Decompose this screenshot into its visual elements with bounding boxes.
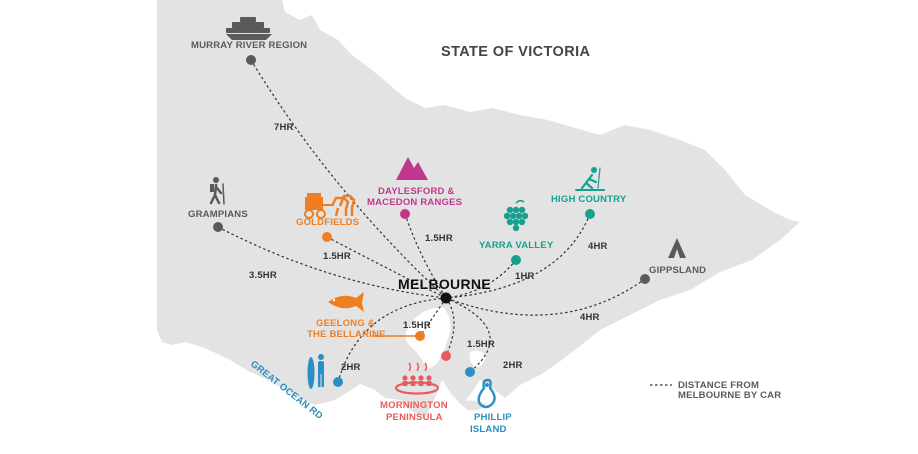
hub-label-melbourne: MELBOURNE xyxy=(398,276,491,292)
legend-text-line2: MELBOURNE BY CAR xyxy=(678,390,781,401)
penguin-icon xyxy=(477,378,496,409)
region-marker-mornington[interactable] xyxy=(441,351,451,361)
routes xyxy=(217,59,646,383)
route-mornington xyxy=(445,297,455,357)
route-goldfields xyxy=(326,236,447,299)
region-label-phillip-line2: ISLAND xyxy=(470,424,507,435)
region-marker-gippsland[interactable] xyxy=(640,274,650,284)
legend-text-line1: DISTANCE FROM xyxy=(678,380,759,391)
duration-phillip: 2HR xyxy=(503,360,523,371)
duration-geelong: 1.5HR xyxy=(403,320,431,331)
region-marker-ocean[interactable] xyxy=(333,377,343,387)
route-daylesford xyxy=(404,213,447,299)
route-grampians xyxy=(217,226,447,299)
legend: DISTANCE FROM MELBOURNE BY CAR xyxy=(650,380,781,401)
duration-daylesford: 1.5HR xyxy=(425,233,453,244)
route-geelong xyxy=(419,297,447,337)
route-phillip xyxy=(445,297,491,373)
region-marker-daylesford[interactable] xyxy=(400,209,410,219)
route-ocean xyxy=(337,297,447,383)
hub-marker-melbourne[interactable] xyxy=(440,292,452,304)
route-gippsland xyxy=(445,278,646,316)
duration-mornington: 1.5HR xyxy=(467,339,495,350)
fish-icon xyxy=(328,292,364,312)
duration-ocean: 2HR xyxy=(341,362,361,373)
duration-murray: 7HR xyxy=(274,122,294,133)
map-title: STATE OF VICTORIA xyxy=(441,44,591,60)
hot-springs-icon xyxy=(394,362,440,395)
grapes-icon xyxy=(503,199,529,232)
mountain-icon xyxy=(396,157,428,180)
region-label-grampians: GRAMPIANS xyxy=(188,209,248,220)
durations: 7HR 3.5HR 1.5HR 1.5HR 1HR 4HR 4HR 1.5HR … xyxy=(249,122,608,373)
stagecoach-icon xyxy=(304,193,356,219)
region-marker-grampians[interactable] xyxy=(213,222,223,232)
region-label-geelong-line1: GEELONG & xyxy=(316,318,375,329)
western-port xyxy=(469,350,486,368)
surfer-icon xyxy=(307,354,324,389)
duration-grampians: 3.5HR xyxy=(249,270,277,281)
region-label-yarra: YARRA VALLEY xyxy=(479,240,554,251)
region-marker-geelong[interactable] xyxy=(415,331,425,341)
region-label-gippsland: GIPPSLAND xyxy=(649,265,706,276)
duration-highcountry: 4HR xyxy=(588,241,608,252)
riverboat-icon xyxy=(226,17,272,40)
hiker-icon xyxy=(209,177,225,205)
region-label-daylesford-line2: MACEDON RANGES xyxy=(367,197,462,208)
victoria-landmass xyxy=(157,0,800,418)
region-label-goldfields: GOLDFIELDS xyxy=(296,217,359,228)
region-label-mornington-line1: MORNINGTON xyxy=(380,400,448,411)
skier-icon xyxy=(575,167,605,191)
region-label-daylesford-line1: DAYLESFORD & xyxy=(378,186,454,197)
port-phillip-bay xyxy=(405,307,451,368)
duration-gippsland: 4HR xyxy=(580,312,600,323)
duration-goldfields: 1.5HR xyxy=(323,251,351,262)
region-label-mornington-line2: PENINSULA xyxy=(386,412,443,423)
region-label-phillip-line1: PHILLIP xyxy=(474,412,512,423)
tent-icon xyxy=(668,238,686,258)
duration-yarra: 1HR xyxy=(515,271,535,282)
region-marker-phillip[interactable] xyxy=(465,367,475,377)
region-label-highcountry: HIGH COUNTRY xyxy=(551,194,627,205)
region-label-geelong-line2: THE BELLARINE xyxy=(307,329,386,340)
region-marker-yarra[interactable] xyxy=(511,255,521,265)
region-marker-highcountry[interactable] xyxy=(585,209,595,219)
region-marker-goldfields[interactable] xyxy=(322,232,332,242)
region-marker-murray[interactable] xyxy=(246,55,256,65)
region-label-murray: MURRAY RIVER REGION xyxy=(191,40,307,51)
